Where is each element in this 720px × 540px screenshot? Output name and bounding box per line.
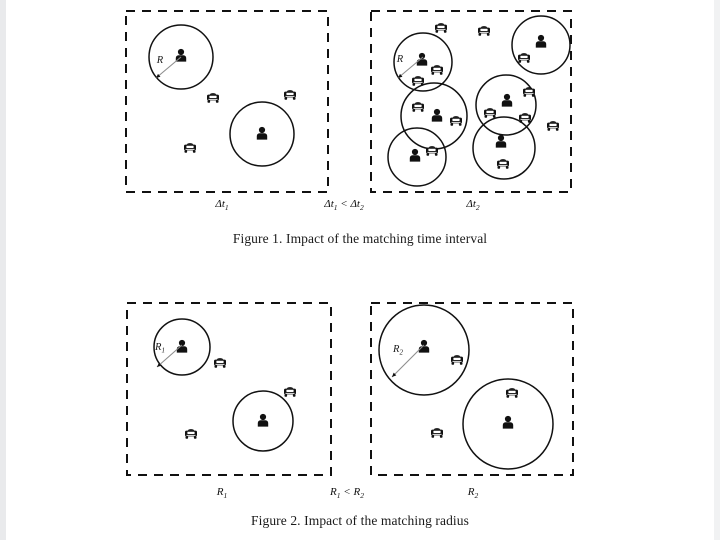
car-icon — [284, 387, 296, 397]
car-icon — [478, 26, 490, 36]
label-r-compare: R1 < R2 — [330, 486, 364, 501]
radius-arrow: R — [155, 55, 182, 79]
matching-radius-circle — [232, 390, 294, 452]
car-icon — [207, 93, 219, 103]
matching-radius-circle — [511, 15, 571, 75]
car-icon — [484, 108, 496, 118]
car-icon — [214, 358, 226, 368]
matching-radius-circle — [393, 32, 453, 92]
matching-time-interval-small-panel — [125, 10, 329, 193]
car-icon — [284, 90, 296, 100]
matching-radius-circle — [153, 318, 211, 376]
car-icon — [426, 146, 438, 156]
label-r2: R2 — [467, 486, 479, 501]
car-icon — [412, 102, 424, 112]
radius-label: R — [396, 54, 404, 65]
matching-time-interval-large-panel — [370, 10, 572, 193]
matching-radius-circle — [229, 101, 295, 167]
label-r1: R1 — [216, 486, 228, 501]
car-icon — [506, 388, 518, 398]
matching-radius-circle — [387, 127, 447, 187]
person-icon — [431, 108, 443, 122]
figure-1-caption: Figure 1. Impact of the matching time in… — [232, 231, 488, 246]
car-icon — [519, 113, 531, 123]
radius-arrow: R1 — [154, 342, 183, 368]
figure-1-axis-labels: Δt1 Δt1 < Δt2 Δt2 — [0, 198, 720, 218]
radius-label: R1 — [154, 342, 165, 354]
person-icon — [175, 48, 187, 62]
page-left-edge-strip — [0, 0, 6, 540]
person-icon — [502, 415, 514, 429]
matching-radius-circle — [475, 74, 537, 136]
person-icon — [416, 52, 428, 66]
matching-radius-large-panel — [370, 302, 574, 476]
person-icon — [256, 126, 268, 140]
car-icon — [523, 87, 535, 97]
matching-radius-small-panel — [126, 302, 332, 476]
person-icon — [409, 148, 421, 162]
radius-label: R2 — [392, 344, 403, 356]
label-delta-t-compare: Δt1 < Δt2 — [324, 198, 364, 213]
car-icon — [185, 429, 197, 439]
person-icon — [257, 413, 269, 427]
person-icon — [535, 34, 547, 48]
figure-2-graphic: R1 R2 — [126, 302, 574, 476]
matching-radius-circle — [148, 24, 214, 90]
car-icon — [412, 76, 424, 86]
car-icon — [547, 121, 559, 131]
person-icon — [495, 134, 507, 148]
label-delta-t1: Δt1 — [215, 198, 229, 213]
matching-radius-circle — [462, 378, 554, 470]
car-icon — [184, 143, 196, 153]
person-icon — [176, 339, 188, 353]
car-icon — [451, 355, 463, 365]
person-icon — [418, 339, 430, 353]
figure-2-axis-labels: R1 R1 < R2 R2 — [0, 486, 720, 506]
figure-2-caption: Figure 2. Impact of the matching radius — [251, 513, 469, 528]
label-delta-t2: Δt2 — [466, 198, 480, 213]
matching-radius-circle — [472, 116, 536, 180]
matching-radius-circle — [378, 304, 470, 396]
car-icon — [431, 428, 443, 438]
car-icon — [450, 116, 462, 126]
page-right-edge-strip — [714, 0, 720, 540]
car-icon — [518, 53, 530, 63]
car-icon — [497, 159, 509, 169]
person-icon — [501, 93, 513, 107]
radius-arrow: R — [396, 54, 424, 79]
radius-arrow: R2 — [391, 344, 425, 378]
car-icon — [435, 23, 447, 33]
radius-label: R — [156, 55, 164, 66]
car-icon — [431, 65, 443, 75]
